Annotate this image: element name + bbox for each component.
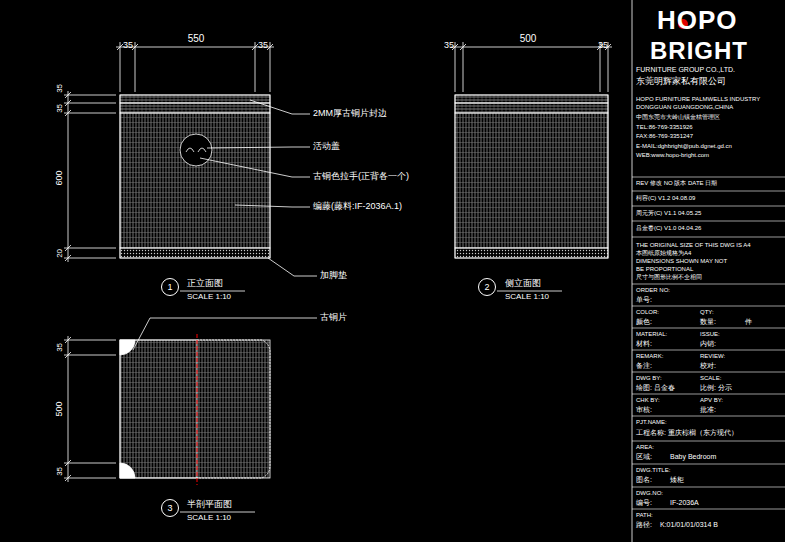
dimension-text: 35 <box>56 343 65 352</box>
title-block-text: APV BY: <box>700 397 723 404</box>
dimension-text: 35 <box>56 84 65 93</box>
dimension-text: 35 <box>56 104 65 113</box>
view-callout-circle: 2 <box>478 278 496 296</box>
title-block-text: FURNITURE GROUP CO.,LTD. <box>636 66 735 74</box>
annotation: 加脚垫 <box>320 271 347 281</box>
title-block-text: 中国东莞市大岭山镇金桔管理区 <box>636 114 720 121</box>
title-block-text: IF-2036A <box>670 499 699 507</box>
title-block-text: WEB:www.hopo-bright.com <box>636 152 709 159</box>
title-block-text: CHK BY: <box>636 397 660 404</box>
title-block-text: AREA: <box>636 444 654 451</box>
annotation: SCALE 1:10 <box>187 293 231 302</box>
title-block-text: BRIGHT <box>650 38 748 64</box>
dimension-text: 35 <box>56 467 65 476</box>
title-block-text: QTY: <box>700 309 714 316</box>
annotation: SCALE 1:10 <box>187 514 231 523</box>
title-block-text: REV 修改 NO 版本 DATE 日期 <box>636 180 717 187</box>
title-block-text: 件 <box>745 318 752 326</box>
title-block-text: REMARK: <box>636 353 663 360</box>
title-block-text: 比例: 分示 <box>700 384 732 392</box>
annotation: 正立面图 <box>187 279 223 289</box>
title-block-text: FAX:86-769-3351247 <box>636 133 693 140</box>
annotation: SCALE 1:10 <box>505 293 549 302</box>
annotation: 古铜片 <box>320 313 347 323</box>
title-block-text: 编号: <box>636 499 652 507</box>
title-block-text: 颜色: <box>636 318 652 326</box>
dimension-text: 20 <box>56 249 65 258</box>
title-block-text: BE PROPORTIONAL <box>636 266 693 273</box>
annotation: 半剖平面图 <box>187 500 232 510</box>
annotation: 侧立面图 <box>505 279 541 289</box>
annotation: 500 <box>520 33 537 44</box>
annotation: 编藤(藤料:IF-2036A.1) <box>313 202 402 212</box>
annotation: 2MM厚古铜片封边 <box>313 109 387 119</box>
title-block-text: 批准: <box>700 406 716 414</box>
title-block-text: HOPO FURNITURE PALMWELLS INDUSTRY <box>636 96 760 103</box>
title-block-text: 单号: <box>636 296 652 304</box>
title-block-text: 图名: <box>636 476 652 484</box>
title-block-text: TEL:86-769-3351926 <box>636 124 693 131</box>
view-callout-circle: 3 <box>161 499 179 517</box>
view-callout-circle: 1 <box>161 278 179 296</box>
title-block-text: 区域: <box>636 453 652 461</box>
title-block-text: DWG.NO: <box>636 490 663 497</box>
title-block-text: 本图纸原始规格为A4 <box>636 250 691 257</box>
title-block-text: THE ORIGINAL SIZE OF THIS DWG IS A4 <box>636 242 751 249</box>
title-block-text: DWG BY: <box>636 375 662 382</box>
title-block-text: 吕金春(C) V1.0 04.04.26 <box>636 225 701 232</box>
annotation: 35 <box>444 41 454 51</box>
title-block-text: PJT.NAME: <box>636 419 667 426</box>
title-block-text: MATERIAL: <box>636 331 667 338</box>
annotation: 活动盖 <box>313 142 340 152</box>
title-block-text: 周元芳(C) V1.1 04.05.25 <box>636 210 701 217</box>
title-block-text: DWG.TITLE: <box>636 467 670 474</box>
title-block-text: 校对: <box>700 362 716 370</box>
title-block-text: ISSUE: <box>700 331 720 338</box>
title-block-text: 内销: <box>700 340 716 348</box>
title-block-text: HOPO <box>657 6 738 35</box>
view-number: 1 <box>167 282 172 292</box>
view-number: 3 <box>167 503 172 513</box>
title-block-text: K:01/01/01/0314 B <box>660 521 718 529</box>
title-block-text: 审核: <box>636 406 652 414</box>
title-block-text: E-MAIL:dghbright@pub.dgnet.gd.cn <box>636 143 732 150</box>
dimension-text: 600 <box>55 170 65 185</box>
title-block-text: REVIEW: <box>700 353 725 360</box>
title-block-text: 尺寸与图形比例不全相同 <box>636 274 702 281</box>
dimension-text: 500 <box>55 401 65 416</box>
annotation: 550 <box>188 33 205 44</box>
title-block-text: 材料: <box>636 340 652 348</box>
title-block-text: 路径: <box>636 521 652 529</box>
title-block-text: 备注: <box>636 362 652 370</box>
title-block-text: DONGGUAN GUANGDONG,CHINA <box>636 104 733 111</box>
title-block-text: DIMENSIONS SHOWN MAY NOT <box>636 258 727 265</box>
title-block-text: 东莞明辉家私有限公司 <box>636 77 726 87</box>
title-block-text: ORDER NO: <box>636 287 670 294</box>
title-block-text: SCALE: <box>700 375 721 382</box>
view-number: 2 <box>484 282 489 292</box>
title-block-text: 工程名称: 重庆棕榈（东方现代） <box>636 429 738 437</box>
annotation: 35 <box>598 41 608 51</box>
title-block-text: COLOR: <box>636 309 659 316</box>
annotation: 35 <box>123 41 133 51</box>
title-block-text: Baby Bedroom <box>670 453 716 461</box>
title-block-text: 矮柜 <box>670 476 684 484</box>
annotation: 古铜色拉手(正背各一个) <box>313 172 409 182</box>
title-block-text: 绘图: 吕金春 <box>636 384 675 392</box>
title-block-text: 数量: <box>700 318 716 326</box>
title-block-text: 柯容(C) V1.2 04.08.09 <box>636 195 695 202</box>
annotation: 35 <box>258 41 268 51</box>
title-block-text: PATH: <box>636 512 653 519</box>
